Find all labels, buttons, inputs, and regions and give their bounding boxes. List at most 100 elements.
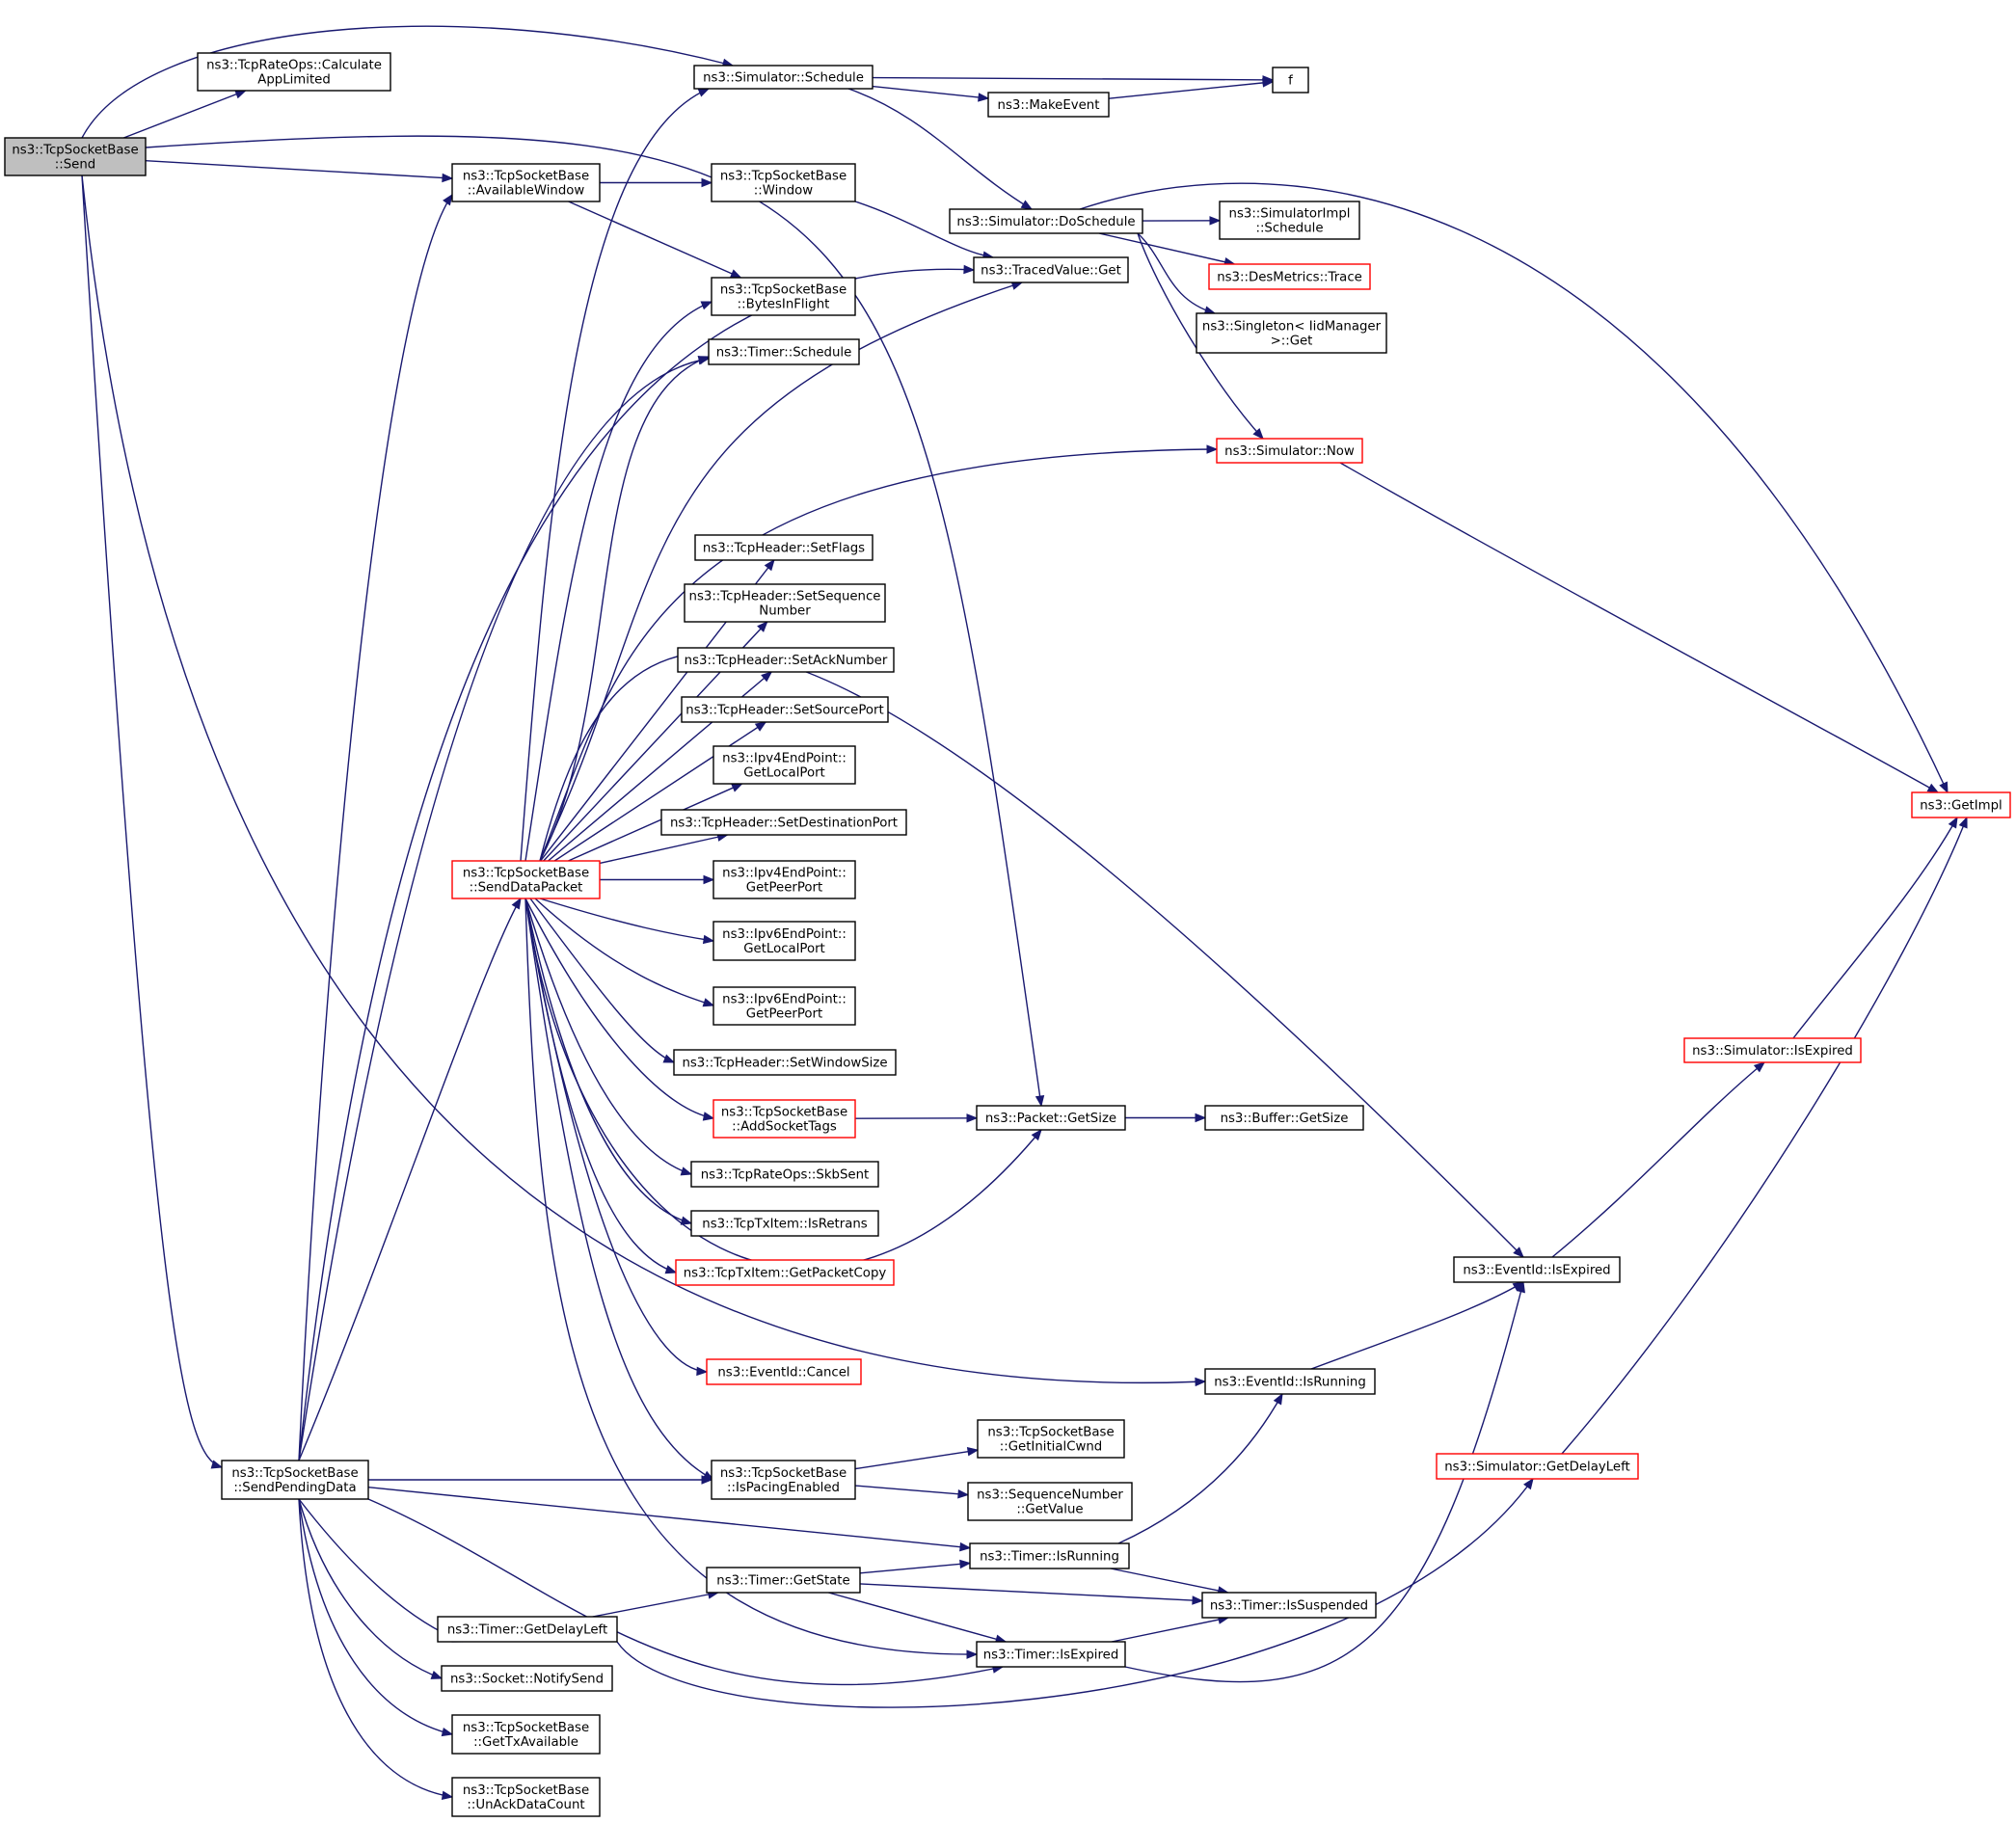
node-timerGetDelayLeft[interactable]: ns3::Timer::GetDelayLeft — [437, 1616, 618, 1643]
edge-sendPendingData-to-unAckDataCount — [298, 1498, 454, 1801]
edge-line — [859, 1583, 1203, 1602]
node-eventIsRunning[interactable]: ns3::EventId::IsRunning — [1204, 1368, 1376, 1395]
arrowhead-icon — [1513, 1247, 1524, 1258]
edge-line — [872, 76, 1274, 81]
node-box — [976, 1105, 1126, 1131]
node-f[interactable]: f — [1272, 67, 1309, 94]
node-send[interactable]: ns3::TcpSocketBase::Send — [4, 137, 147, 176]
node-label: ns3::Socket::NotifySend — [450, 1673, 604, 1687]
node-simIsExpired[interactable]: ns3::Simulator::IsExpired — [1683, 1037, 1862, 1063]
node-setFlags[interactable]: ns3::TcpHeader::SetFlags — [694, 534, 874, 561]
edge-line — [524, 301, 712, 862]
node-sendPendingData[interactable]: ns3::TcpSocketBase::SendPendingData — [221, 1460, 369, 1500]
edge-sendDataPacket-to-timerIsExpired — [524, 898, 979, 1659]
node-sendDataPacket[interactable]: ns3::TcpSocketBase::SendDataPacket — [451, 860, 601, 899]
node-box — [681, 696, 889, 723]
node-simSchedule[interactable]: ns3::Simulator::Schedule — [693, 65, 874, 90]
node-ipv6Peer[interactable]: ns3::Ipv6EndPoint::GetPeerPort — [712, 986, 856, 1026]
edge-line — [1098, 232, 1235, 265]
node-implSchedule[interactable]: ns3::SimulatorImpl::Schedule — [1219, 201, 1360, 240]
node-getPacketCopy[interactable]: ns3::TcpTxItem::GetPacketCopy — [675, 1259, 895, 1286]
arrowhead-icon — [430, 1670, 444, 1679]
node-unAckDataCount[interactable]: ns3::TcpSocketBase::UnAckDataCount — [451, 1777, 601, 1817]
edge-sendDataPacket-to-eventCancel — [524, 898, 709, 1377]
node-isRetrans[interactable]: ns3::TcpTxItem::IsRetrans — [690, 1210, 879, 1237]
arrowhead-icon — [757, 621, 768, 632]
edge-sendDataPacket-to-ipv4Peer — [600, 874, 715, 885]
arrowhead-icon — [696, 1366, 709, 1377]
node-box — [712, 1099, 856, 1139]
node-bytesInFlight[interactable]: ns3::TcpSocketBase::BytesInFlight — [711, 277, 856, 316]
edge-line — [524, 898, 708, 1373]
node-seqGetValue[interactable]: ns3::SequenceNumber::GetValue — [967, 1482, 1133, 1521]
node-label: ns3::TcpHeader::SetFlags — [703, 542, 865, 556]
arrowhead-icon — [1195, 1377, 1207, 1387]
edge-line — [592, 1592, 718, 1618]
edge-line — [298, 1498, 453, 1798]
node-notifySend[interactable]: ns3::Socket::NotifySend — [441, 1665, 613, 1692]
node-label: ns3::Timer::Schedule — [716, 346, 852, 361]
edge-line — [298, 358, 710, 1461]
node-ipv6Local[interactable]: ns3::Ipv6EndPoint::GetLocalPort — [712, 921, 856, 961]
edge-line — [145, 160, 453, 179]
node-getImpl[interactable]: ns3::GetImpl — [1911, 791, 2011, 818]
node-setDstPort[interactable]: ns3::TcpHeader::SetDestinationPort — [660, 809, 907, 836]
node-timerGetState[interactable]: ns3::Timer::GetState — [706, 1567, 861, 1594]
node-label: ns3::Timer::IsSuspended — [1210, 1599, 1368, 1614]
node-setAck[interactable]: ns3::TcpHeader::SetAckNumber — [677, 647, 895, 673]
node-eventCancel[interactable]: ns3::EventId::Cancel — [706, 1358, 862, 1385]
node-tracedGet[interactable]: ns3::TracedValue::Get — [973, 256, 1129, 283]
node-addSocketTags[interactable]: ns3::TcpSocketBase::AddSocketTags — [712, 1099, 856, 1139]
node-timerIsExpired[interactable]: ns3::Timer::IsExpired — [976, 1641, 1126, 1668]
node-singletonGet[interactable]: ns3::Singleton< IidManager >::Get — [1196, 312, 1387, 354]
edge-packetGetSize-to-bufferGetSize — [1125, 1113, 1207, 1123]
node-availableWindow[interactable]: ns3::TcpSocketBase::AvailableWindow — [451, 163, 601, 202]
node-label: ::GetInitialCwnd — [1000, 1440, 1102, 1455]
edge-line — [1108, 81, 1274, 99]
node-box — [712, 921, 856, 961]
node-label: ::BytesInFlight — [738, 298, 830, 312]
node-simNow[interactable]: ns3::Simulator::Now — [1216, 438, 1363, 464]
node-box — [708, 338, 860, 365]
node-bufferGetSize[interactable]: ns3::Buffer::GetSize — [1204, 1105, 1364, 1131]
node-timerSchedule[interactable]: ns3::Timer::Schedule — [708, 338, 860, 365]
node-ipv4Local[interactable]: ns3::Ipv4EndPoint::GetLocalPort — [712, 745, 856, 785]
arrowhead-icon — [700, 301, 713, 310]
node-label: ns3::MakeEvent — [998, 98, 1100, 113]
node-desTrace[interactable]: ns3::DesMetrics::Trace — [1208, 263, 1371, 290]
arrowhead-icon — [697, 88, 711, 97]
edge-sendPendingData-to-notifySend — [298, 1498, 444, 1679]
node-getInitialCwnd[interactable]: ns3::TcpSocketBase::GetInitialCwnd — [977, 1419, 1125, 1459]
arrowhead-icon — [1209, 216, 1222, 226]
node-box — [1436, 1453, 1639, 1480]
node-timerIsRunning[interactable]: ns3::Timer::IsRunning — [969, 1542, 1130, 1569]
arrowhead-icon — [701, 177, 713, 188]
node-setSrcPort[interactable]: ns3::TcpHeader::SetSourcePort — [681, 696, 889, 723]
node-skbSent[interactable]: ns3::TcpRateOps::SkbSent — [690, 1161, 879, 1188]
node-eventIsExpired[interactable]: ns3::EventId::IsExpired — [1453, 1256, 1621, 1283]
edge-sendDataPacket-to-addSocketTags — [524, 898, 715, 1121]
node-simGetDelayLeft[interactable]: ns3::Simulator::GetDelayLeft — [1436, 1453, 1639, 1480]
node-label: ns3::Simulator::DoSchedule — [956, 215, 1135, 229]
arrowhead-icon — [1195, 1113, 1207, 1123]
node-window[interactable]: ns3::TcpSocketBase::Window — [711, 163, 856, 202]
node-getTxAvailable[interactable]: ns3::TcpSocketBase::GetTxAvailable — [451, 1714, 601, 1755]
edge-send-to-calcAppLimited — [123, 90, 247, 139]
node-makeEvent[interactable]: ns3::MakeEvent — [987, 92, 1110, 118]
node-ipv4Peer[interactable]: ns3::Ipv4EndPoint::GetPeerPort — [712, 860, 856, 899]
edge-line — [367, 1486, 971, 1549]
arrowhead-icon — [441, 1727, 454, 1737]
node-isPacingEnabled[interactable]: ns3::TcpSocketBase::IsPacingEnabled — [711, 1460, 856, 1500]
node-label: ns3::TcpSocketBase — [720, 283, 847, 298]
node-doSchedule[interactable]: ns3::Simulator::DoSchedule — [949, 208, 1143, 234]
arrowhead-icon — [702, 1112, 715, 1121]
node-box — [712, 986, 856, 1026]
node-box — [973, 256, 1129, 283]
node-setWindowSize[interactable]: ns3::TcpHeader::SetWindowSize — [673, 1049, 897, 1076]
node-timerIsSuspended[interactable]: ns3::Timer::IsSuspended — [1201, 1592, 1377, 1619]
node-packetGetSize[interactable]: ns3::Packet::GetSize — [976, 1105, 1126, 1131]
node-box — [967, 1482, 1133, 1521]
node-label: ns3::Simulator::Now — [1224, 444, 1355, 459]
